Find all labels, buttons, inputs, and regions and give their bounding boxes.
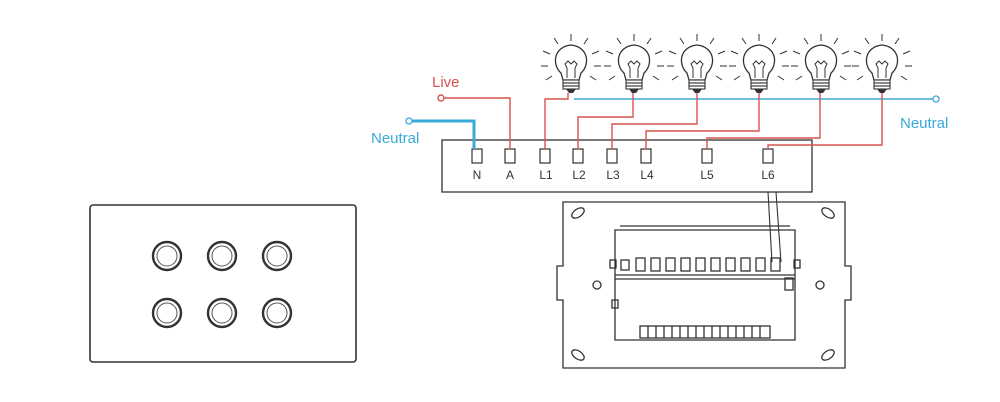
switch-buttons <box>151 240 293 329</box>
live-wiring <box>437 93 883 149</box>
switch-front-panel <box>89 204 357 363</box>
bulb-icon-1 <box>540 33 602 94</box>
neutral-label-right: Neutral <box>900 115 948 132</box>
module-connector-bottom <box>639 325 771 339</box>
terminal-n: N <box>471 148 483 182</box>
live-label: Live <box>432 74 460 91</box>
switch-back-module <box>556 201 852 369</box>
terminal-label-l2: L2 <box>572 168 586 182</box>
bulb-icon-4 <box>728 33 790 94</box>
switch-button-1 <box>151 240 183 272</box>
switch-button-4 <box>151 297 183 329</box>
mounting-slots <box>571 207 835 361</box>
bulbs <box>540 33 913 94</box>
neutral-label-left: Neutral <box>371 130 419 147</box>
neutral-wiring <box>405 95 940 149</box>
switch-button-6 <box>261 297 293 329</box>
terminal-label-l4: L4 <box>640 168 654 182</box>
terminal-label-a: A <box>506 168 514 182</box>
bulb-icon-2 <box>603 33 665 94</box>
switch-button-5 <box>206 297 238 329</box>
terminal-label-n: N <box>473 168 482 182</box>
terminal-label-l1: L1 <box>539 168 553 182</box>
bulb-icon-3 <box>666 33 728 94</box>
terminal-label-l3: L3 <box>606 168 620 182</box>
terminal-block: N A L1 L2 L3 L4 L5 L6 <box>441 139 813 263</box>
bulb-icon-6 <box>851 33 913 94</box>
terminal-label-l5: L5 <box>700 168 714 182</box>
terminal-l3: L3 <box>606 148 620 182</box>
bulb-icon-5 <box>790 33 852 94</box>
switch-button-2 <box>206 240 238 272</box>
switch-button-3 <box>261 240 293 272</box>
terminal-label-l6: L6 <box>761 168 775 182</box>
module-terminal-block-top <box>620 257 781 272</box>
